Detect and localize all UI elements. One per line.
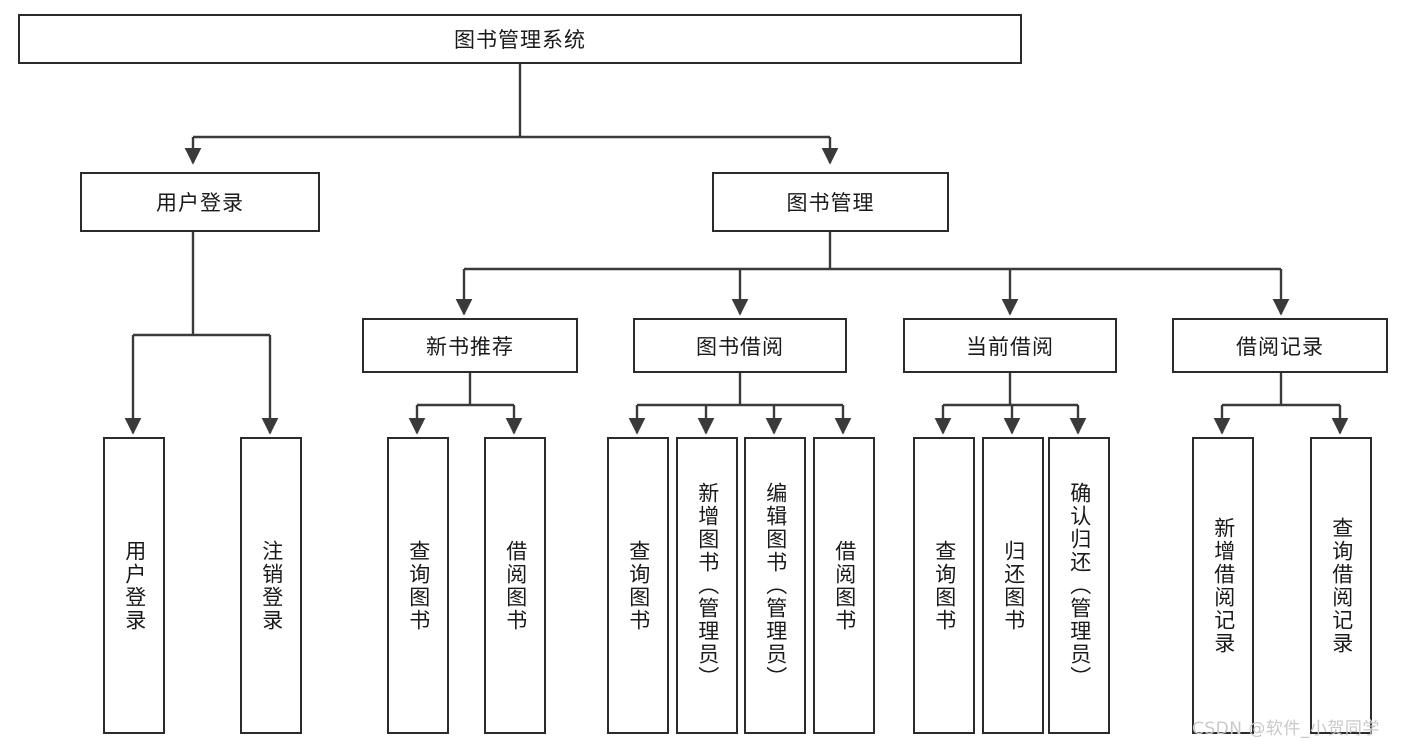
node-leaf-query-book-3-label: 查询图书 xyxy=(932,539,957,632)
node-current-borrow-label: 当前借阅 xyxy=(966,334,1054,359)
node-leaf-edit-book-label: 编辑图书（管理员） xyxy=(763,482,788,689)
node-leaf-query-record[interactable]: 查询借阅记录 xyxy=(1310,437,1372,734)
node-leaf-borrow-book-1[interactable]: 借阅图书 xyxy=(484,437,546,734)
node-leaf-logout-label: 注销登录 xyxy=(259,539,284,632)
node-leaf-return-book-label: 归还图书 xyxy=(1001,539,1026,632)
node-leaf-return-book[interactable]: 归还图书 xyxy=(982,437,1044,734)
node-leaf-query-book-1-label: 查询图书 xyxy=(406,539,431,632)
node-leaf-borrow-book-2-label: 借阅图书 xyxy=(832,539,857,632)
node-borrow-record-label: 借阅记录 xyxy=(1236,334,1324,359)
node-leaf-query-book-2[interactable]: 查询图书 xyxy=(607,437,669,734)
node-leaf-borrow-book-1-label: 借阅图书 xyxy=(503,539,528,632)
node-leaf-confirm-return-label: 确认归还（管理员） xyxy=(1067,482,1092,689)
node-root[interactable]: 图书管理系统 xyxy=(18,14,1022,64)
node-new-book-recommend-label: 新书推荐 xyxy=(426,334,514,359)
node-user-login[interactable]: 用户登录 xyxy=(80,172,320,232)
node-book-manage[interactable]: 图书管理 xyxy=(712,172,949,232)
node-book-borrow[interactable]: 图书借阅 xyxy=(633,318,847,373)
node-new-book-recommend[interactable]: 新书推荐 xyxy=(362,318,578,373)
node-book-borrow-label: 图书借阅 xyxy=(696,334,784,359)
node-leaf-logout[interactable]: 注销登录 xyxy=(240,437,302,734)
node-leaf-edit-book[interactable]: 编辑图书（管理员） xyxy=(744,437,806,734)
node-leaf-query-record-label: 查询借阅记录 xyxy=(1329,516,1354,655)
node-book-manage-label: 图书管理 xyxy=(786,191,875,215)
node-leaf-query-book-3[interactable]: 查询图书 xyxy=(913,437,975,734)
node-leaf-query-book-2-label: 查询图书 xyxy=(626,539,651,632)
node-leaf-confirm-return[interactable]: 确认归还（管理员） xyxy=(1048,437,1110,734)
node-user-login-label: 用户登录 xyxy=(156,191,244,215)
node-leaf-add-book[interactable]: 新增图书（管理员） xyxy=(676,437,738,734)
node-leaf-add-record[interactable]: 新增借阅记录 xyxy=(1192,437,1254,734)
node-leaf-add-book-label: 新增图书（管理员） xyxy=(695,482,720,689)
node-borrow-record[interactable]: 借阅记录 xyxy=(1172,318,1388,373)
node-leaf-add-record-label: 新增借阅记录 xyxy=(1211,516,1236,655)
node-leaf-query-book-1[interactable]: 查询图书 xyxy=(387,437,449,734)
node-leaf-user-login[interactable]: 用户登录 xyxy=(103,437,165,734)
node-current-borrow[interactable]: 当前借阅 xyxy=(903,318,1117,373)
csdn-watermark: CSDN @软件_小贺同学 xyxy=(1192,719,1380,739)
node-leaf-user-login-label: 用户登录 xyxy=(122,539,147,632)
node-leaf-borrow-book-2[interactable]: 借阅图书 xyxy=(813,437,875,734)
node-root-label: 图书管理系统 xyxy=(454,28,586,52)
